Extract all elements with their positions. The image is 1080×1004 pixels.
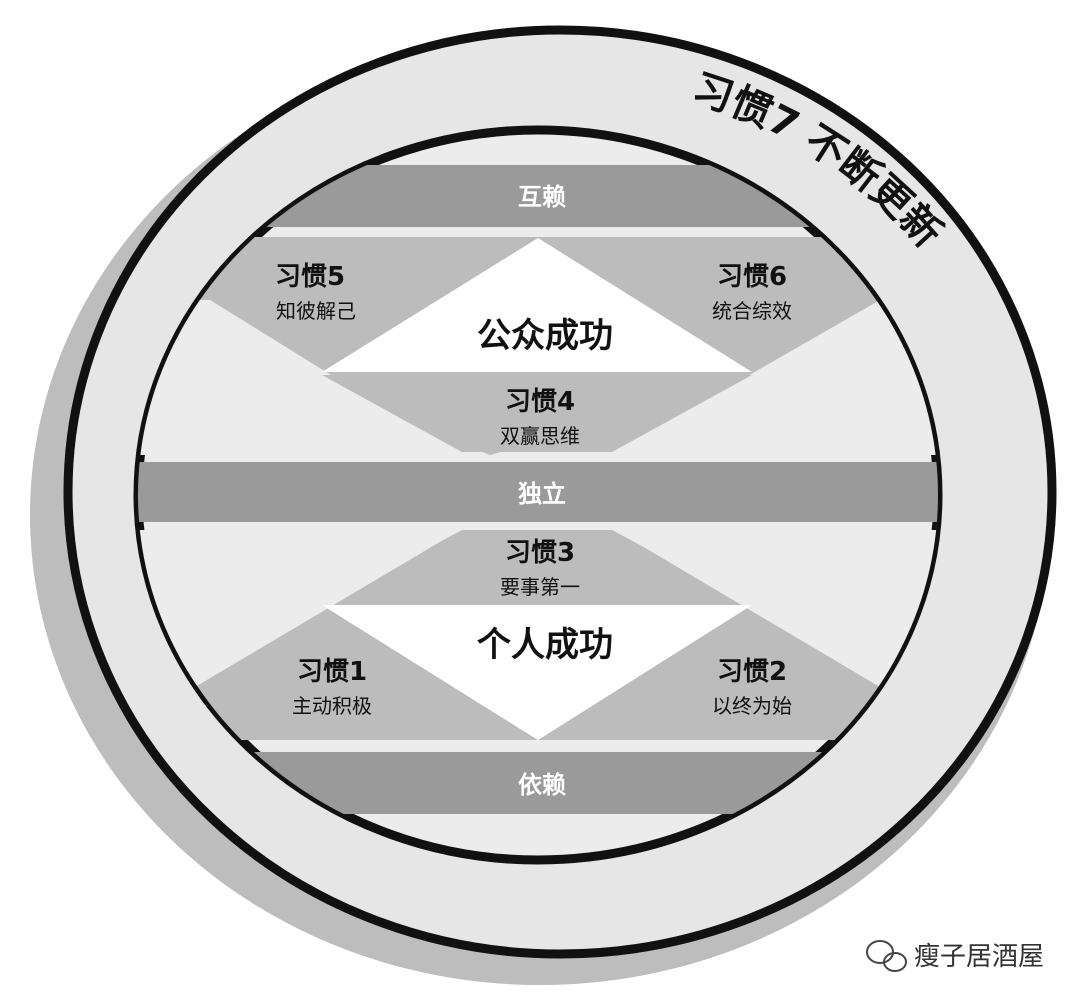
watermark-text: 瘦子居酒屋 xyxy=(914,942,1044,972)
habit4-trapezoid xyxy=(322,375,752,452)
habit2-title: 习惯2 xyxy=(717,657,787,687)
band-label-independence: 独立 xyxy=(518,480,566,508)
upper-light-left xyxy=(138,300,460,455)
habit1-subtitle: 主动积极 xyxy=(292,694,372,718)
private-success-diamond xyxy=(322,605,752,740)
habit3-title: 习惯3 xyxy=(505,538,575,568)
public-success-title: 公众成功 xyxy=(477,316,613,356)
public-success-diamond xyxy=(322,238,752,372)
habit6-title: 习惯6 xyxy=(717,262,787,292)
private-habit-area xyxy=(138,605,938,740)
habit5-subtitle: 知彼解己 xyxy=(276,299,356,323)
habit4-title: 习惯4 xyxy=(505,387,575,417)
band-label-dependence: 依赖 xyxy=(518,771,566,799)
watermark: 瘦子居酒屋 xyxy=(866,940,1044,972)
wechat-icon xyxy=(866,940,907,972)
band-label-interdependence: 互赖 xyxy=(518,183,566,211)
habit5-title: 习惯5 xyxy=(275,262,345,292)
lower-light-right xyxy=(615,530,938,690)
habit2-subtitle: 以终为始 xyxy=(712,694,792,718)
private-success-title: 个人成功 xyxy=(477,625,613,665)
band-independence xyxy=(138,462,938,522)
habit1-title: 习惯1 xyxy=(297,657,367,687)
habit3-trapezoid xyxy=(322,530,752,605)
habit3-subtitle: 要事第一 xyxy=(500,575,580,599)
lower-light-left xyxy=(138,530,460,690)
upper-light-right xyxy=(610,300,938,455)
habit6-subtitle: 统合综效 xyxy=(712,299,792,323)
habit4-subtitle: 双赢思维 xyxy=(500,424,580,448)
